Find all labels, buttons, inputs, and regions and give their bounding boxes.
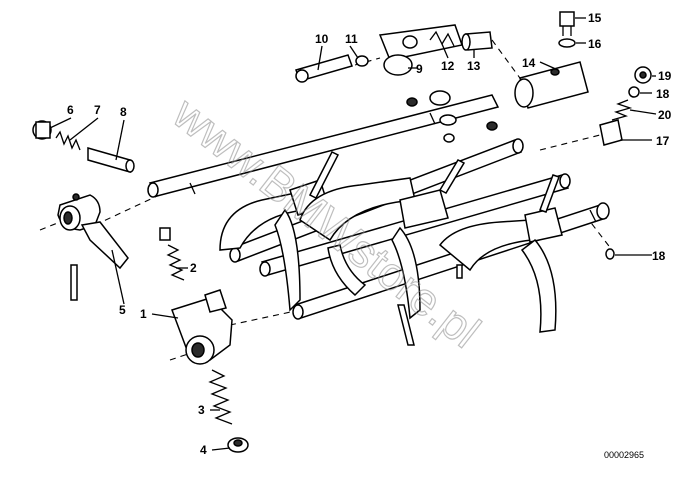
- callout-10: 10: [315, 32, 329, 46]
- shift-forks: [219, 177, 563, 333]
- callout-18-top: 18: [656, 87, 670, 101]
- fork-pins: [308, 133, 560, 279]
- callout-3: 3: [198, 403, 205, 417]
- callout-14: 14: [522, 56, 536, 70]
- callout-5: 5: [119, 303, 126, 317]
- callout-labels: 1 2 3 4 5 6 7 8 9 10 11 12 13 14 15 16 1…: [67, 11, 672, 457]
- callout-9: 9: [416, 62, 423, 76]
- callout-8: 8: [120, 105, 127, 119]
- drawing-code: 00002965: [604, 450, 644, 460]
- interlock-parts: [295, 24, 589, 131]
- callout-19: 19: [658, 69, 672, 83]
- detent-parts: [32, 120, 135, 173]
- spring-plunger-parts: [599, 66, 652, 260]
- selector-arm: [57, 193, 129, 301]
- callout-2: 2: [190, 261, 197, 275]
- callout-17: 17: [656, 134, 670, 148]
- callout-20: 20: [658, 108, 672, 122]
- callout-4: 4: [200, 443, 207, 457]
- callout-16: 16: [588, 37, 602, 51]
- callout-1: 1: [140, 307, 147, 321]
- callout-6: 6: [67, 103, 74, 117]
- callout-11: 11: [345, 32, 358, 46]
- callout-7: 7: [94, 103, 101, 117]
- callout-18-bottom: 18: [652, 249, 666, 263]
- selector-block: [159, 227, 415, 453]
- callout-15: 15: [588, 11, 602, 25]
- callout-12: 12: [441, 59, 455, 73]
- leader-lines: [49, 17, 657, 451]
- callout-13: 13: [467, 59, 481, 73]
- plug-parts: [558, 11, 576, 48]
